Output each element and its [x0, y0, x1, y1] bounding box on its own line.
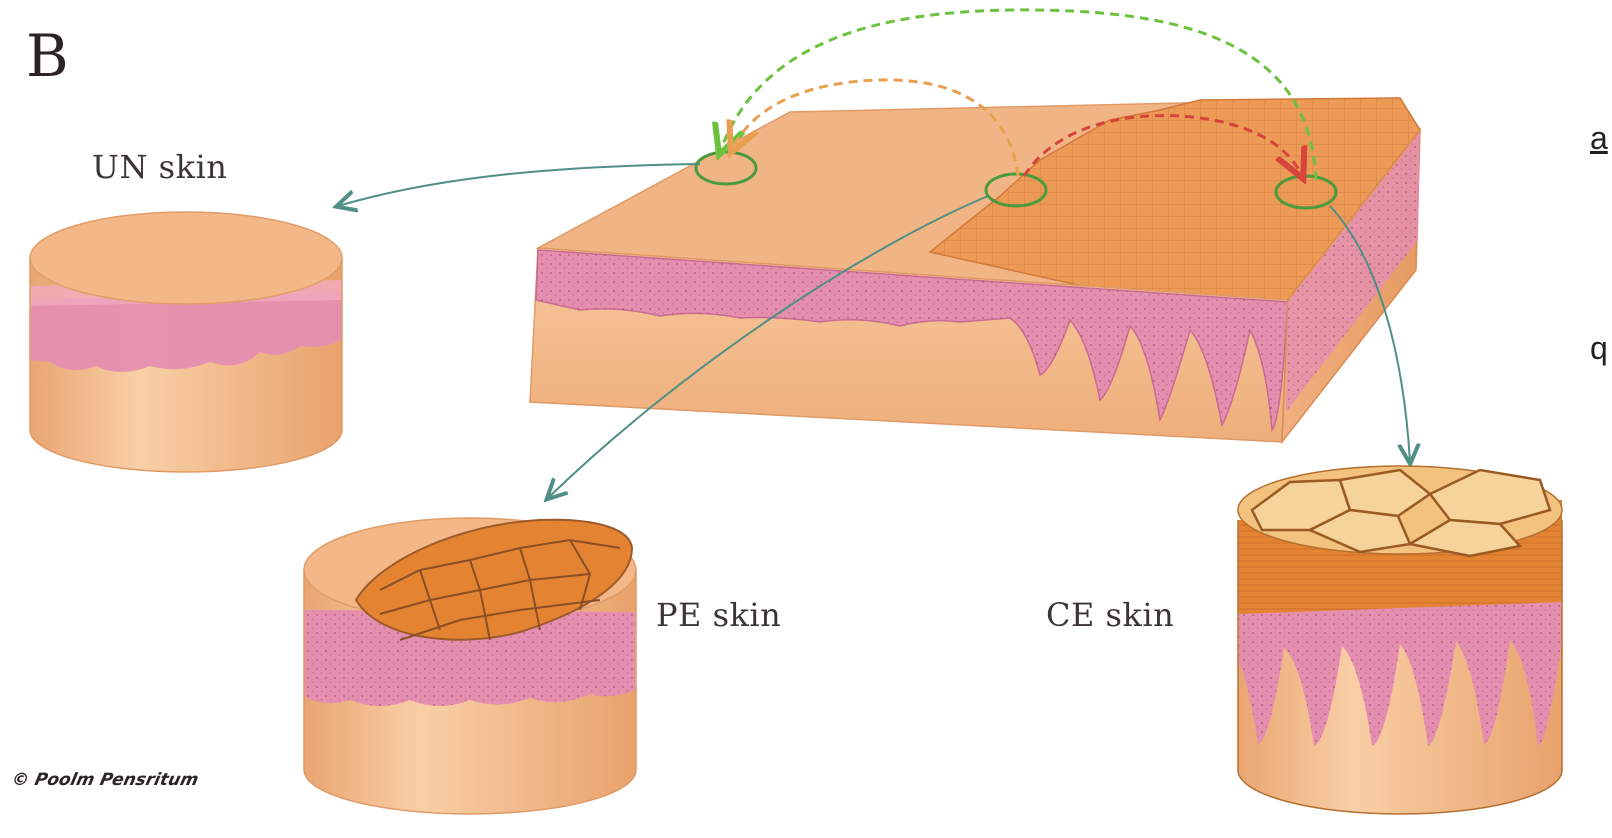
un-skin-cylinder	[30, 212, 342, 472]
pe-skin-label: PE skin	[656, 596, 781, 634]
pe-skin-cylinder	[304, 518, 636, 814]
panel-letter: B	[26, 22, 69, 90]
cropped-text-fragment: q	[1590, 330, 1608, 367]
ce-skin-cylinder	[1238, 466, 1562, 814]
ce-skin-label: CE skin	[1046, 596, 1174, 634]
un-cylinder-top	[30, 212, 342, 304]
un-skin-label: UN skin	[92, 148, 227, 186]
main-skin-block	[530, 98, 1420, 442]
cropped-text-fragment: a	[1590, 120, 1608, 157]
artist-signature: © Poolm Pensritum	[10, 770, 200, 790]
